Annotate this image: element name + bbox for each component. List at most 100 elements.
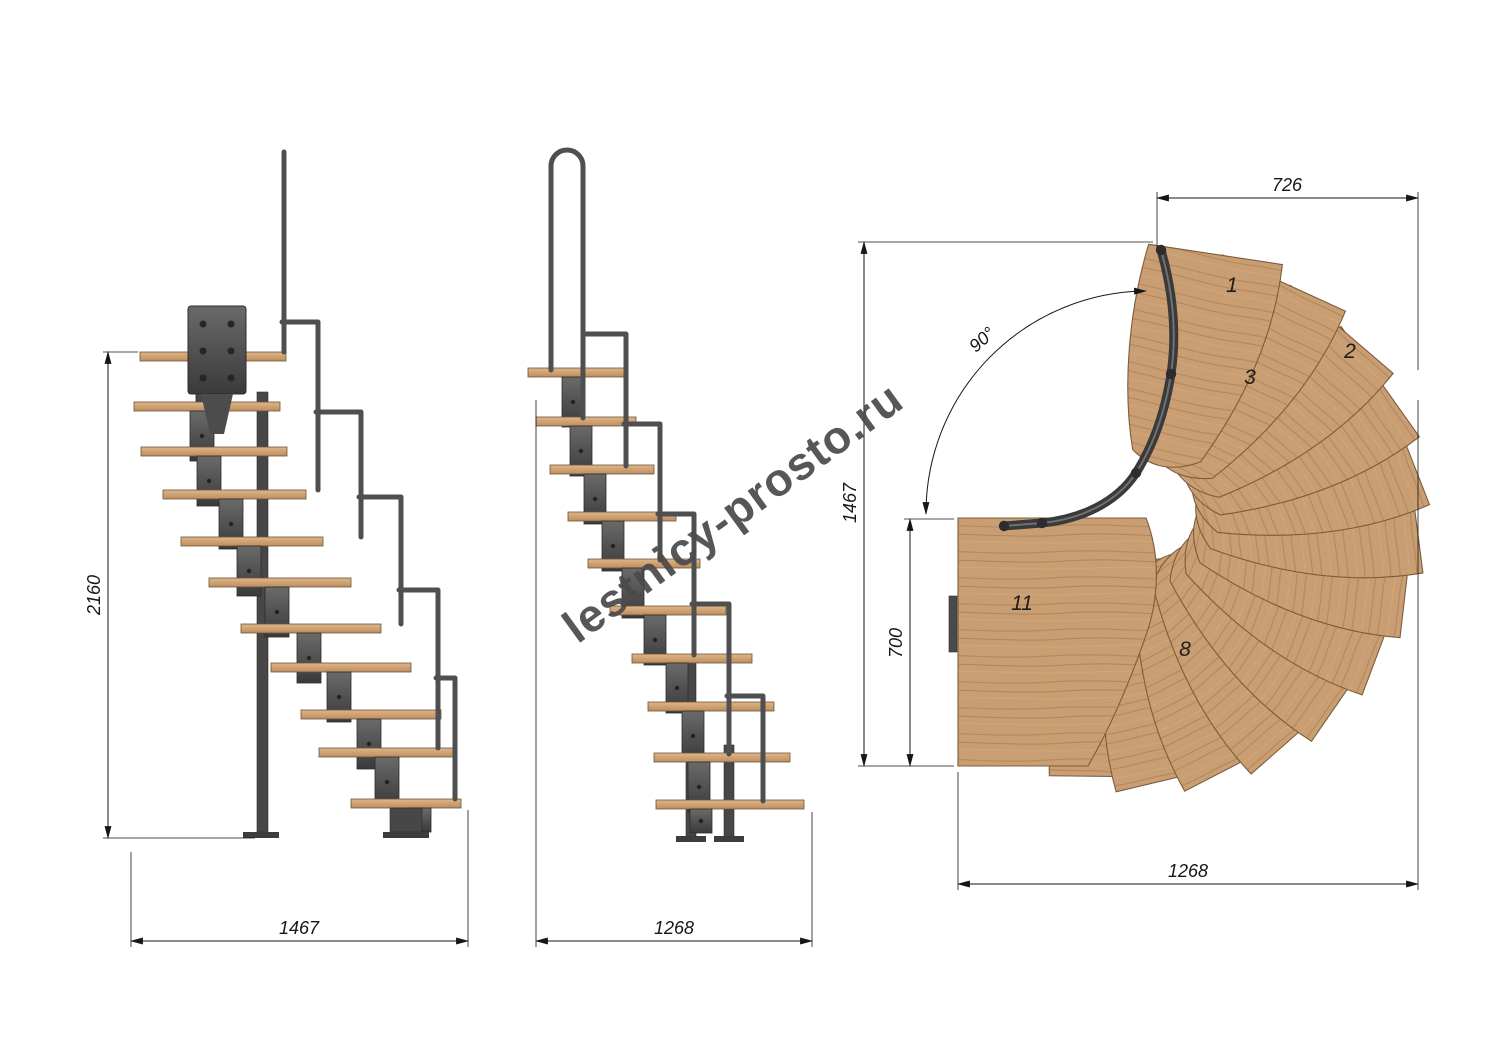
tread-number-2: 2	[1343, 340, 1356, 363]
bolt	[674, 685, 680, 691]
handrail-segment	[279, 319, 321, 493]
plate-hole	[227, 347, 235, 355]
bolt	[570, 399, 576, 405]
plate-hole	[199, 347, 207, 355]
wall-mount-plate	[187, 305, 247, 395]
stair-step	[631, 653, 753, 714]
stair-step	[240, 623, 382, 684]
plate-hole	[199, 320, 207, 328]
stair-step	[318, 747, 458, 808]
handrail	[548, 147, 766, 804]
dimension-value: 1467	[279, 918, 320, 938]
tread-board	[350, 798, 462, 809]
bolt	[698, 818, 704, 824]
tread-board	[647, 701, 775, 712]
tread-board	[270, 662, 412, 673]
dimension-width-1467: 1467	[129, 810, 470, 947]
plan-view: 1 2 3 8 11 90° 726 1467 700	[840, 175, 1431, 890]
dimension-left-1467: 1467	[840, 240, 1153, 768]
left-elevation-view: 2160 1467	[84, 149, 470, 947]
stair-step	[647, 701, 775, 762]
tread-board	[549, 464, 655, 475]
stair-step	[587, 558, 701, 619]
bolt	[206, 478, 212, 484]
tread-number-3: 3	[1244, 366, 1256, 389]
bolt	[228, 521, 234, 527]
handrail-joint	[1165, 368, 1177, 380]
dimension-value: 1268	[1168, 861, 1208, 881]
handrail-segment	[313, 409, 364, 540]
post-foot	[676, 836, 706, 842]
handrail-joint	[1130, 467, 1142, 479]
stair-step	[655, 799, 805, 834]
plate-hole	[199, 374, 207, 382]
bottom-support-block	[389, 807, 423, 833]
handrail-segment	[433, 675, 458, 802]
tread-board	[655, 799, 805, 810]
tread-number-11: 11	[1011, 592, 1033, 615]
tread-board	[162, 489, 307, 500]
bolt	[366, 741, 372, 747]
bolt	[578, 448, 584, 454]
handrail-segment	[396, 587, 441, 751]
dimension-height-2160: 2160	[84, 350, 255, 840]
stair-step	[180, 536, 324, 597]
tread-board	[300, 709, 442, 720]
tread-board	[535, 416, 637, 427]
dimension-value: 726	[1272, 175, 1303, 195]
dimension-top-726: 726	[1155, 175, 1420, 370]
tread-board	[240, 623, 382, 634]
bolt	[592, 496, 598, 502]
bolt	[630, 590, 636, 596]
handrail-segment	[689, 601, 732, 757]
handrail-segment	[655, 511, 697, 658]
tread-board	[140, 446, 288, 457]
handrail-joint	[1155, 244, 1167, 256]
dimension-platform-700: 700	[886, 517, 954, 768]
middle-elevation-view: 1268	[527, 147, 814, 947]
stair-step	[609, 605, 727, 666]
handrail	[279, 149, 458, 802]
bolt	[652, 637, 658, 643]
wall-bracket	[948, 595, 958, 653]
bolt	[690, 733, 696, 739]
dimension-bottom-1268: 1268	[956, 400, 1420, 890]
landing-platform-11	[957, 517, 1157, 767]
post-foot	[243, 832, 279, 838]
bolt	[246, 568, 252, 574]
handrail-segment	[724, 693, 766, 804]
tread-board	[653, 752, 791, 763]
tread-board	[609, 605, 727, 616]
bolt	[384, 779, 390, 785]
angle-annotation-90: 90°	[922, 287, 1148, 516]
bolt	[199, 433, 205, 439]
dimension-value: 700	[886, 628, 906, 658]
plate-tail	[201, 394, 233, 434]
bolt	[610, 543, 616, 549]
bolt	[306, 655, 312, 661]
bolt	[696, 784, 702, 790]
post-foot	[383, 832, 429, 838]
handrail-joint	[1036, 517, 1048, 529]
tread-number-8: 8	[1179, 638, 1191, 661]
post-foot	[714, 836, 744, 842]
tread-board	[180, 536, 324, 547]
handrail-segment	[356, 494, 404, 627]
angle-value: 90°	[965, 323, 999, 356]
plate-hole	[227, 320, 235, 328]
tread-board	[208, 577, 352, 588]
angle-arc	[922, 287, 1148, 516]
tread-board	[527, 367, 625, 378]
dimension-value: 1467	[840, 482, 860, 523]
plate-hole	[227, 374, 235, 382]
dimension-width-1268: 1268	[534, 400, 814, 947]
handrail-loop	[548, 147, 586, 421]
bolt	[336, 694, 342, 700]
dimension-value: 1268	[654, 918, 694, 938]
tread-number-1: 1	[1226, 274, 1238, 297]
dimension-value: 2160	[84, 575, 104, 616]
stair-step	[549, 464, 655, 525]
bolt	[274, 609, 280, 615]
